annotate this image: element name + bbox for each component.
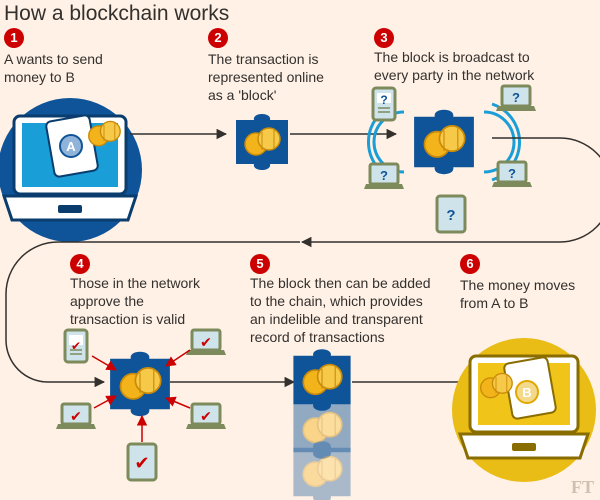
question-mark: ? bbox=[380, 168, 388, 183]
step-1-number: 1 bbox=[4, 28, 24, 48]
question-mark: ? bbox=[380, 93, 387, 107]
question-mark: ? bbox=[508, 166, 516, 181]
step-5-number: 5 bbox=[250, 254, 270, 274]
check-mark: ✔ bbox=[200, 335, 212, 351]
step-4-line-3: transaction is valid bbox=[70, 311, 186, 327]
ft-watermark: FT bbox=[570, 477, 594, 497]
step-2-line-2: represented online bbox=[208, 69, 324, 85]
approval-block-icon bbox=[110, 351, 170, 417]
step-3-line-1: The block is broadcast to bbox=[374, 49, 530, 65]
check-mark: ✔ bbox=[70, 409, 82, 425]
question-mark: ? bbox=[446, 207, 455, 224]
network-device-tablet-icon: ? bbox=[435, 194, 467, 234]
step-1-line-1: A wants to send bbox=[4, 51, 103, 67]
laptop-a-icon: A bbox=[0, 98, 142, 242]
step-4-line-2: approve the bbox=[70, 293, 144, 309]
step-1-line-2: money to B bbox=[4, 69, 75, 85]
page-title: How a blockchain works bbox=[4, 2, 230, 25]
step-2-text: The transaction is represented online as… bbox=[208, 50, 324, 104]
step-3-line-2: every party in the network bbox=[374, 67, 535, 83]
label-b: B bbox=[522, 385, 531, 400]
approval-arrows bbox=[91, 349, 191, 442]
step-2-number: 2 bbox=[208, 28, 228, 48]
step-3-number: 3 bbox=[374, 28, 394, 48]
check-mark: ✔ bbox=[134, 453, 149, 474]
step-1-text: A wants to send money to B bbox=[4, 50, 103, 86]
label-a: A bbox=[66, 139, 76, 154]
step-4-number: 4 bbox=[70, 254, 90, 274]
laptop-b-icon: B bbox=[452, 338, 596, 482]
approver-phone-icon: ✔ bbox=[63, 328, 89, 364]
step-4-line-1: Those in the network bbox=[70, 275, 200, 291]
step-5-line-4: record of transactions bbox=[250, 329, 385, 345]
step-5-line-3: an indelible and transparent bbox=[250, 311, 423, 327]
network-device-laptop-right-icon: ? bbox=[490, 160, 534, 189]
network-device-phone-icon: ? bbox=[371, 86, 397, 122]
step-3-text: The block is broadcast to every party in… bbox=[374, 48, 534, 84]
blockchain-chain-icon bbox=[293, 349, 351, 500]
step-5-line-1: The block then can be added bbox=[250, 275, 431, 291]
step-2-line-3: as a 'block' bbox=[208, 87, 277, 103]
step-5-text: The block then can be added to the chain… bbox=[250, 274, 431, 346]
approver-tablet-icon: ✔ bbox=[126, 442, 158, 482]
step-6-number: 6 bbox=[460, 254, 480, 274]
network-device-laptop-left-icon: ? bbox=[362, 162, 406, 191]
check-mark: ✔ bbox=[71, 339, 81, 353]
step-2-line-1: The transaction is bbox=[208, 51, 319, 67]
step-6-line-2: from A to B bbox=[460, 295, 529, 311]
step-6-text: The money moves from A to B bbox=[460, 276, 575, 312]
arrow-3-to-4-upper bbox=[300, 137, 600, 248]
question-mark: ? bbox=[512, 90, 520, 105]
approver-laptop-left-icon: ✔ bbox=[54, 402, 98, 431]
step-5-line-2: to the chain, which provides bbox=[250, 293, 423, 309]
step-6-line-1: The money moves bbox=[460, 277, 576, 293]
approver-laptop-right-icon: ✔ bbox=[184, 402, 228, 431]
network-device-laptop-top-right-icon: ? bbox=[494, 84, 538, 113]
step-4-text: Those in the network approve the transac… bbox=[70, 274, 200, 328]
check-mark: ✔ bbox=[200, 409, 212, 425]
approver-laptop-top-right-icon: ✔ bbox=[184, 328, 228, 357]
arrow-3-to-4-lower bbox=[5, 241, 300, 388]
block-icon bbox=[236, 114, 288, 170]
